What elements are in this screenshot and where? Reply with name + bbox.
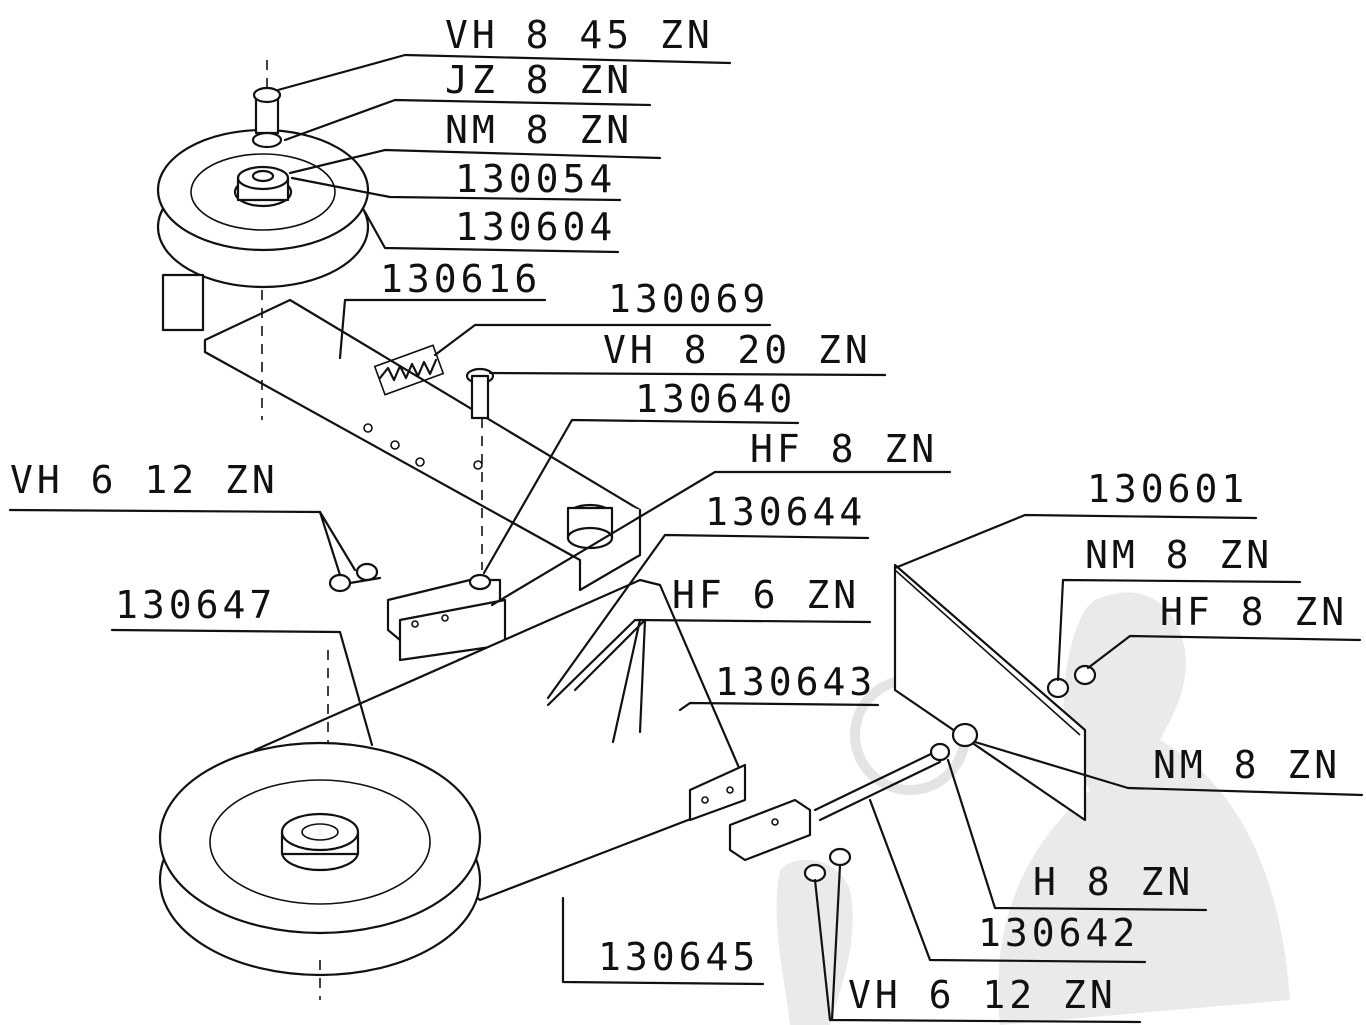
label-vh-8-20-zn: VH 8 20 ZN	[603, 328, 872, 372]
rod-130642	[728, 742, 951, 862]
label-nm-8-zn-top: NM 8 ZN	[445, 108, 633, 152]
screws-vh-6-12-left	[328, 562, 382, 593]
label-130643: 130643	[715, 660, 876, 704]
label-130647: 130647	[115, 583, 276, 627]
label-130069: 130069	[608, 277, 769, 321]
leader-lines	[8, 53, 1364, 1024]
label-130616: 130616	[380, 257, 541, 301]
label-h-8-zn: H 8 ZN	[1033, 860, 1194, 904]
label-nm-8-zn-right: NM 8 ZN	[1153, 743, 1341, 787]
spring	[373, 344, 445, 396]
part-labels: VH 8 45 ZN JZ 8 ZN NM 8 ZN 130054 130604…	[10, 13, 1348, 1017]
bolt-vh-8-45	[251, 60, 283, 149]
label-jz-8-zn: JZ 8 ZN	[445, 58, 633, 102]
label-130644: 130644	[705, 490, 866, 534]
cover-130601	[893, 563, 1097, 822]
label-hf-8-zn-right: HF 8 ZN	[1160, 590, 1348, 634]
label-nm-8-zn-right-top: NM 8 ZN	[1085, 533, 1273, 577]
label-vh-6-12-zn-bottom: VH 6 12 ZN	[848, 973, 1117, 1017]
label-130645: 130645	[598, 935, 759, 979]
label-130604: 130604	[455, 205, 616, 249]
upper-pulley	[156, 128, 370, 289]
bolt-vh-8-20	[465, 367, 495, 420]
lower-pulley	[158, 741, 482, 1000]
label-hf-6-zn: HF 6 ZN	[672, 573, 860, 617]
upper-arm-plate	[161, 273, 642, 592]
label-vh-8-45-zn: VH 8 45 ZN	[445, 13, 714, 57]
label-130642: 130642	[978, 911, 1139, 955]
label-hf-8-zn-mid: HF 8 ZN	[750, 427, 938, 471]
label-130640: 130640	[635, 377, 796, 421]
label-vh-6-12-zn-left: VH 6 12 ZN	[10, 458, 279, 502]
label-130054: 130054	[455, 157, 616, 201]
label-130601: 130601	[1087, 467, 1248, 511]
watermark-silhouette	[776, 592, 1290, 1025]
